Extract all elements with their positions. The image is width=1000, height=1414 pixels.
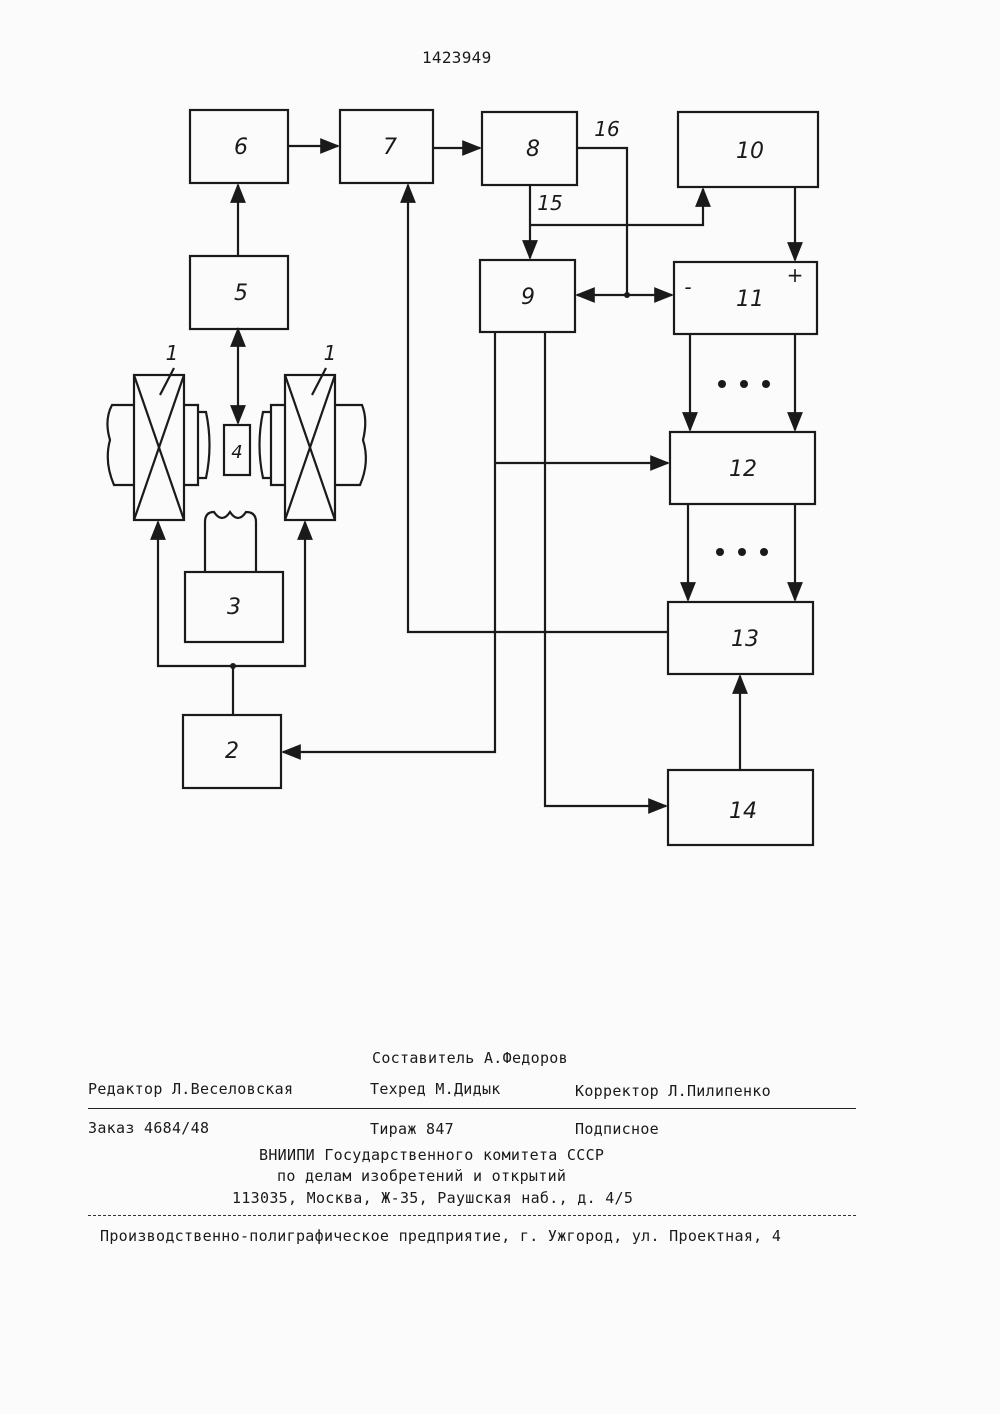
block-label-13: 13 xyxy=(731,627,759,652)
block-label-5: 5 xyxy=(234,281,248,306)
line-16 xyxy=(577,148,627,295)
order: Заказ 4684/48 xyxy=(88,1119,209,1137)
corrector: Корректор Л.Пилипенко xyxy=(575,1082,771,1100)
block-diagram: 6 7 8 10 5 9 11 12 13 14 3 2 4 1 1 16 15… xyxy=(0,0,1000,900)
line-label-15: 15 xyxy=(537,191,562,215)
editor: Редактор Л.Веселовская xyxy=(88,1080,293,1098)
leader-1-left xyxy=(160,368,174,395)
block-label-3: 3 xyxy=(227,595,241,620)
block-label-6: 6 xyxy=(234,135,248,160)
ellipsis-dot xyxy=(716,548,724,556)
org-line-3: 113035, Москва, Ж-35, Раушская наб., д. … xyxy=(232,1189,633,1207)
ellipsis-dot xyxy=(762,380,770,388)
minus-sign: - xyxy=(684,275,691,299)
leader-1-right xyxy=(312,368,326,395)
block-label-11: 11 xyxy=(736,287,764,312)
printer: Производственно-полиграфическое предприя… xyxy=(100,1227,781,1245)
ellipsis-dot xyxy=(760,548,768,556)
left-magnet xyxy=(107,375,209,520)
ellipsis-dot xyxy=(740,380,748,388)
heater-coil-icon xyxy=(205,512,256,572)
block-label-14: 14 xyxy=(729,799,757,824)
magnet-label-left: 1 xyxy=(166,341,179,365)
line-2-left-magnet xyxy=(158,522,233,666)
right-magnet xyxy=(260,375,366,520)
line-9-14 xyxy=(545,332,666,806)
line-9-2 xyxy=(283,332,495,752)
block-label-8: 8 xyxy=(526,137,540,162)
block-label-9: 9 xyxy=(521,285,535,310)
divider-2 xyxy=(88,1215,856,1216)
subscription: Подписное xyxy=(575,1120,659,1138)
org-line-2: по делам изобретений и открытий xyxy=(277,1167,566,1185)
compiler: Составитель А.Федоров xyxy=(372,1049,568,1067)
plus-sign: + xyxy=(787,263,804,287)
line-label-16: 16 xyxy=(594,117,619,141)
block-label-7: 7 xyxy=(383,135,397,160)
techred: Техред М.Дидык xyxy=(370,1080,501,1098)
block-label-4: 4 xyxy=(231,442,242,463)
divider-1 xyxy=(88,1108,856,1109)
block-label-2: 2 xyxy=(225,739,239,764)
block-label-10: 10 xyxy=(736,139,764,164)
circulation: Тираж 847 xyxy=(370,1120,454,1138)
block-label-12: 12 xyxy=(729,457,757,482)
org-line-1: ВНИИПИ Государственного комитета СССР xyxy=(259,1146,604,1164)
line-13-7 xyxy=(408,185,668,632)
ellipsis-dot xyxy=(738,548,746,556)
ellipsis-dot xyxy=(718,380,726,388)
magnet-label-right: 1 xyxy=(324,341,337,365)
line-2-right-magnet xyxy=(233,522,305,666)
